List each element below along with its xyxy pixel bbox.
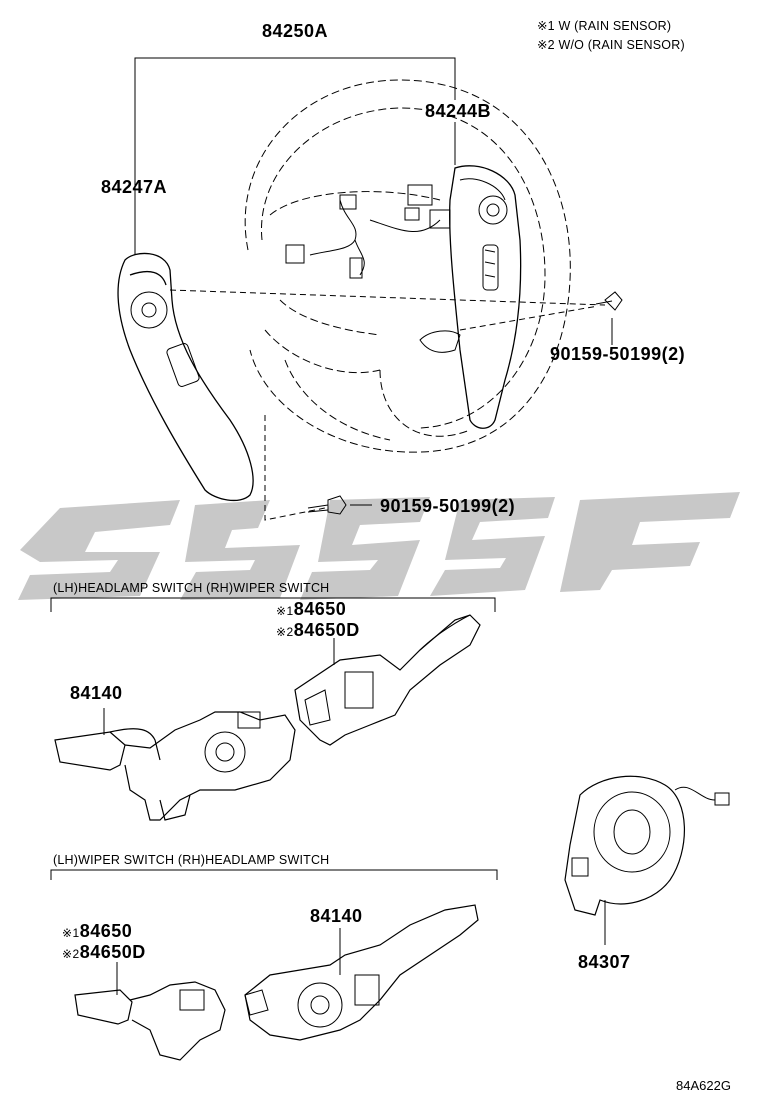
label-wiper-upper-1: 84650 [293,599,347,619]
label-wiper-lower-1: 84650 [79,921,133,941]
label-wiper-lower-2: 84650D [79,942,146,962]
label-84307: 84307 [578,952,631,972]
wiper-lower-prefix-1: ※1 [62,926,80,940]
group-upper-label: (LH)HEADLAMP SWITCH (RH)WIPER SWITCH [53,581,330,595]
spiral-cable [564,775,730,916]
combo-switch-lower [74,904,479,1061]
label-bolt-upper: 90159-50199(2) [550,344,686,364]
label-84247A: 84247A [101,177,168,197]
label-wiper-upper-2: 84650D [293,620,360,640]
label-84250A: 84250A [262,21,329,41]
watermark-logo [18,492,740,600]
label-bolt-lower: 90159-50199(2) [380,496,516,516]
left-switch-panel [117,252,254,502]
note-2: ※2 W/O (RAIN SENSOR) [537,38,685,52]
label-combo-lower: 84140 [310,906,363,926]
steering-wheel [244,79,623,453]
wiper-lower-prefix-2: ※2 [62,947,80,961]
note-1: ※1 W (RAIN SENSOR) [537,19,672,33]
wiper-upper-prefix-1: ※1 [276,604,294,618]
wiper-upper-prefix-2: ※2 [276,625,294,639]
leader-lines [50,57,613,995]
label-84244B: 84244B [425,101,492,121]
combo-switch-upper [54,614,481,821]
figure-reference: 84A622G [676,1078,731,1093]
bolt-lower [307,495,347,515]
group-lower-label: (LH)WIPER SWITCH (RH)HEADLAMP SWITCH [53,853,330,867]
label-combo-upper: 84140 [70,683,123,703]
